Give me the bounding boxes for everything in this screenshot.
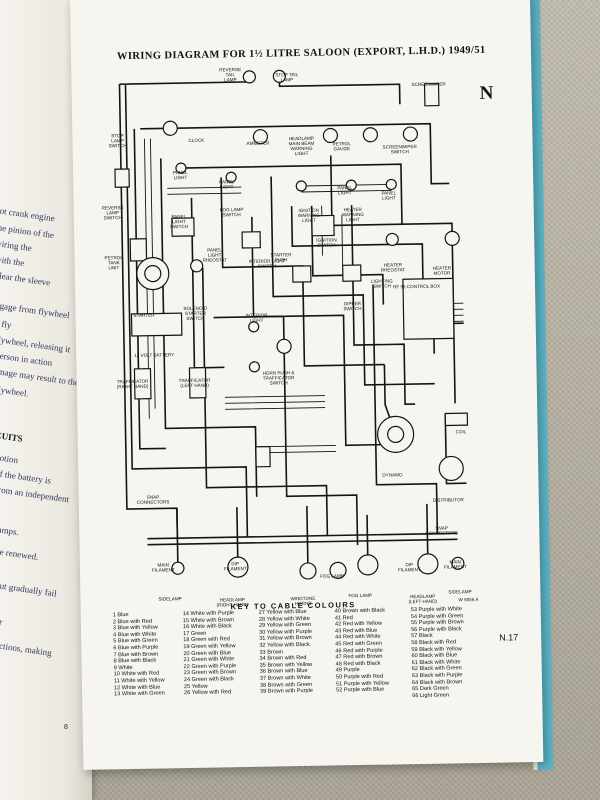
label-reverse-tail-lamp: REVERSE TAIL LAMP <box>219 67 242 83</box>
label-snap-connectors-r: SNAP CONNECTORS <box>425 525 458 536</box>
left-page-line: not crank engine <box>0 205 56 224</box>
left-page-line: ar <box>0 616 3 627</box>
label-panel-light-rheostat: PANEL LIGHT RHEOSTAT <box>202 247 227 263</box>
wiring-diagram: REVERSE TAIL LAMP STOP TAIL LAMP SCREENWIP… <box>99 63 479 608</box>
label-trafficator-rh: TRAFFICATOR (RIGHT HAND) <box>116 378 149 390</box>
label-fig-no: W 9056 A <box>458 596 479 603</box>
label-panel-light-1: PANEL LIGHT <box>172 169 188 181</box>
label-panel-light-4: PANEL LIGHT <box>381 190 397 201</box>
left-page-number: 8 <box>64 724 68 731</box>
left-page-line: but gradually fail <box>0 580 58 599</box>
left-page-line: image may result to the <box>0 366 80 388</box>
label-interior-light-switch: INTERIOR LIGHT SWITCH <box>248 258 286 269</box>
label-solenoid-starter-switch: SOLENOID STARTER SWITCH <box>183 305 208 322</box>
label-heater-motor: HEATER MOTOR <box>432 265 452 276</box>
left-page-line: a fly <box>0 318 13 331</box>
label-main-filament-r: MAIN FILAMENT <box>443 559 467 570</box>
key-entry: 26 Yellow with Red <box>184 689 232 697</box>
label-sidelamp-r: SIDELAMP <box>448 589 472 595</box>
label-trafficator-lh: TRAFFICATOR (LEFT HAND) <box>178 377 211 389</box>
left-page-heading: CUITS <box>0 430 24 444</box>
left-page-line: from an independent <box>0 484 70 505</box>
diagram-title: WIRING DIAGRAM FOR 1½ LITRE SALOON (EXPO… <box>116 44 486 63</box>
label-petrol-gauge: PETROL GAUGE <box>332 141 351 152</box>
label-panel-light-2: PANEL LIGHT <box>219 179 234 190</box>
key-entry: 13 White with Green <box>114 690 165 698</box>
label-main-filament: MAIN FILAMENT <box>151 562 175 573</box>
label-ignition-switch: IGNITION SWITCH <box>316 237 337 248</box>
label-dynamo: DYNAMO <box>382 472 403 478</box>
label-sidelamp-l: SIDELAMP <box>158 596 182 602</box>
label-fog-lamp-switch: FOG LAMP SWITCH <box>219 207 244 218</box>
label-ignition-warning-light: IGNITION WARNING LIGHT <box>297 207 320 223</box>
label-lighting-switch: LIGHTING SWITCH <box>370 278 393 289</box>
label-ammeter: AMMETER <box>246 140 270 146</box>
label-stop-lamp-switch: STOP LAMP SWITCH <box>108 133 127 149</box>
label-starter: STARTER <box>133 312 155 318</box>
left-page-line: lamps. <box>0 524 20 538</box>
left-page-line: flywheel. <box>0 384 30 399</box>
wiring-lines <box>114 69 469 580</box>
page-code: N.17 <box>499 632 519 643</box>
label-fog-lamp-2: FOG LAMP <box>348 592 373 599</box>
label-dipper-switch: DIPPER SWITCH <box>343 300 362 312</box>
label-dip-filament-l: DIP FILAMENT <box>223 561 247 572</box>
label-control-box: RF 95 CONTROL BOX <box>393 283 441 290</box>
left-page-line: with the <box>0 254 25 268</box>
left-page-line: wiring the <box>0 238 33 254</box>
label-stop-tail-lamp: STOP TAIL LAMP <box>275 72 299 83</box>
label-heater-rheostat: HEATER RHEOSTAT <box>380 262 406 273</box>
left-page-line: ngage from flywheel <box>0 300 71 321</box>
label-panel-light-3: PANEL LIGHT <box>337 185 353 196</box>
key-entry: 52 Purple with Blue <box>336 686 385 694</box>
label-dip-filament-r: DIP FILAMENT <box>397 562 421 573</box>
label-clock: CLOCK <box>188 137 205 143</box>
label-screenwiper: SCREENWIPER <box>411 81 446 88</box>
left-page-line: of the battery is <box>0 468 52 486</box>
key-entry: 39 Brown with Purple <box>260 687 314 695</box>
label-horn-push: HORN PUSH & TRAFFICATOR SWITCH <box>262 370 295 386</box>
left-page-line: clear the sleeve <box>0 270 51 288</box>
label-headlamp-main-beam: HEADLAMP MAIN BEAM WARNING LIGHT <box>288 135 315 157</box>
key-entry: 66 Light Green <box>412 692 450 699</box>
label-snap-connectors-l: SNAP CONNECTORS <box>136 494 170 505</box>
label-heater-warning-light: HEATER WARNING LIGHT <box>341 206 364 223</box>
left-page-line: notion <box>0 452 19 466</box>
label-petrol-tank-unit: PETROL TANK UNIT <box>104 255 123 271</box>
right-page: WIRING DIAGRAM FOR 1½ LITRE SALOON (EXPO… <box>70 0 544 770</box>
label-fog-lamp-1: FOG LAMP <box>320 573 344 579</box>
left-page-line: ections, making <box>0 640 53 658</box>
label-distributor: DISTRIBUTOR <box>432 497 464 503</box>
left-page-line: be renewed. <box>0 546 40 562</box>
label-panel-light-switch: PANEL LIGHT SWITCH <box>169 214 189 230</box>
left-page-line: person in action <box>0 350 53 368</box>
label-interior-light: INTERIOR LIGHT <box>245 312 268 323</box>
label-coil: COIL <box>455 429 467 435</box>
label-battery: 12 VOLT BATTERY <box>134 352 175 358</box>
section-letter: N <box>479 82 494 104</box>
label-reverse-lamp-switch: REVERSE LAMP SWITCH <box>101 205 124 221</box>
label-screenwiper-switch: SCREENWIPER SWITCH <box>382 143 417 155</box>
left-page-line: the pinion of the <box>0 222 55 241</box>
label-headlamp-lh: HEADLAMP (LEFT HAND) <box>408 593 438 605</box>
